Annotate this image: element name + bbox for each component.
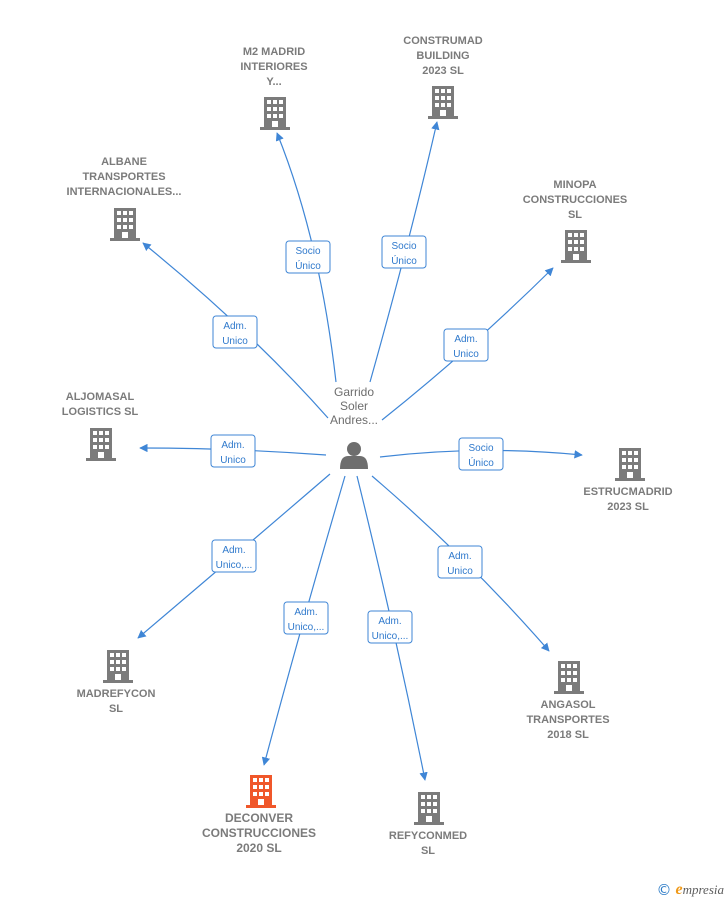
company-label: 2023 SL (607, 501, 649, 513)
edge-label-text: Adm. (454, 334, 477, 345)
copyright-icon: © (656, 881, 672, 899)
brand-watermark: © e mpresia (656, 881, 724, 899)
building-icon (110, 208, 140, 241)
company-label: 2018 SL (547, 729, 589, 741)
edge-label-box (367, 610, 413, 644)
edge-label-box (212, 315, 258, 349)
edge-label-box (381, 235, 427, 269)
brand-initial: e (675, 881, 683, 898)
building-icon (561, 230, 591, 263)
edge-label-box (443, 328, 489, 362)
company-label: 2023 SL (422, 65, 464, 77)
company-node-construmad[interactable]: CONSTRUMAD BUILDING 2023 SL (403, 35, 483, 119)
edge-label-text: Socio (468, 443, 493, 454)
company-label: CONSTRUCCIONES (523, 194, 628, 206)
company-label: SL (421, 845, 435, 857)
building-icon (615, 448, 645, 481)
edge-label-text: Unico,... (216, 560, 253, 571)
company-node-minopa[interactable]: MINOPA CONSTRUCCIONES SL (523, 179, 628, 263)
company-label: BUILDING (416, 50, 469, 62)
building-icon (103, 650, 133, 683)
company-label: ESTRUCMADRID (583, 486, 672, 498)
person-icon (340, 442, 368, 469)
edge-madrefycon[interactable]: Adm. Unico,... (137, 473, 331, 639)
building-icon (86, 428, 116, 461)
edge-label-box (458, 437, 504, 471)
company-label: M2 MADRID (243, 46, 305, 58)
edge-minopa[interactable]: Adm. Unico (381, 267, 554, 421)
edge-label-box (211, 539, 257, 573)
company-label: ALJOMASAL (66, 391, 135, 403)
building-icon (428, 86, 458, 119)
company-label: CONSTRUCCIONES (202, 826, 316, 840)
company-label: SL (568, 209, 582, 221)
edge-label-text: Unico (453, 349, 479, 360)
edge-albane[interactable]: Adm. Unico (142, 242, 329, 419)
edge-label-text: Adm. (378, 616, 401, 627)
edge-angasol[interactable]: Adm. Unico (371, 475, 550, 652)
company-label: SL (109, 703, 123, 715)
person-name-label: Soler (340, 399, 368, 413)
company-node-albane[interactable]: ALBANE TRANSPORTES INTERNACIONALES... (67, 156, 182, 241)
person-name-label: Garrido (334, 385, 374, 399)
company-label: 2020 SL (236, 841, 281, 855)
edge-label-text: Único (468, 456, 494, 469)
building-icon (414, 792, 444, 825)
company-node-madrefycon[interactable]: MADREFYCON SL (77, 650, 156, 715)
edge-label-box (210, 434, 256, 468)
edge-label-text: Unico,... (372, 631, 409, 642)
edge-label-box (283, 601, 329, 635)
company-label: REFYCONMED (389, 830, 467, 842)
company-label: TRANSPORTES (82, 171, 165, 183)
company-label: INTERNACIONALES... (67, 186, 182, 198)
company-label: MINOPA (553, 179, 596, 191)
building-icon (260, 97, 290, 130)
edge-label-text: Unico (222, 336, 248, 347)
edge-label-text: Socio (391, 241, 416, 252)
edge-label-text: Unico (447, 566, 473, 577)
edge-label-text: Único (295, 259, 321, 272)
company-label: INTERIORES (240, 61, 307, 73)
company-label: Y... (266, 76, 281, 88)
company-label: ANGASOL (541, 699, 596, 711)
building-icon (246, 775, 276, 808)
company-node-angasol[interactable]: ANGASOL TRANSPORTES 2018 SL (526, 661, 610, 741)
company-label: TRANSPORTES (526, 714, 609, 726)
company-label: MADREFYCON (77, 688, 156, 700)
edge-label-box (285, 240, 331, 274)
brand-name: mpresia (682, 882, 724, 897)
company-node-aljomasal[interactable]: ALJOMASAL LOGISTICS SL (62, 391, 139, 461)
company-label: LOGISTICS SL (62, 406, 139, 418)
person-name-label: Andres... (330, 413, 378, 427)
edge-label-text: Único (391, 254, 417, 267)
edge-label-text: Unico (220, 455, 246, 466)
center-node[interactable]: GarridoSolerAndres... (330, 385, 378, 469)
nodes-layer: M2 MADRID INTERIORES Y... CONSTRUMAD BUILDIN… (62, 35, 673, 857)
edge-label-text: Adm. (223, 321, 246, 332)
edge-refyconmed[interactable]: Adm. Unico,... (356, 475, 428, 781)
edge-aljomasal[interactable]: Adm. Unico (139, 434, 327, 468)
edge-label-text: Adm. (294, 607, 317, 618)
edge-label-text: Socio (295, 246, 320, 257)
company-label: ALBANE (101, 156, 147, 168)
edge-label-text: Adm. (221, 440, 244, 451)
edge-label-text: Unico,... (288, 622, 325, 633)
edge-label-text: Adm. (222, 545, 245, 556)
company-node-refyconmed[interactable]: REFYCONMED SL (389, 792, 467, 857)
company-label: DECONVER (225, 811, 293, 825)
company-label: CONSTRUMAD (403, 35, 482, 47)
company-node-estrucmadrid[interactable]: ESTRUCMADRID 2023 SL (583, 448, 673, 513)
building-icon (554, 661, 584, 694)
edge-label-box (437, 545, 483, 579)
edge-deconver[interactable]: Adm. Unico,... (261, 475, 346, 766)
company-node-m2-madrid[interactable]: M2 MADRID INTERIORES Y... (240, 46, 308, 130)
edge-label-text: Adm. (448, 551, 471, 562)
